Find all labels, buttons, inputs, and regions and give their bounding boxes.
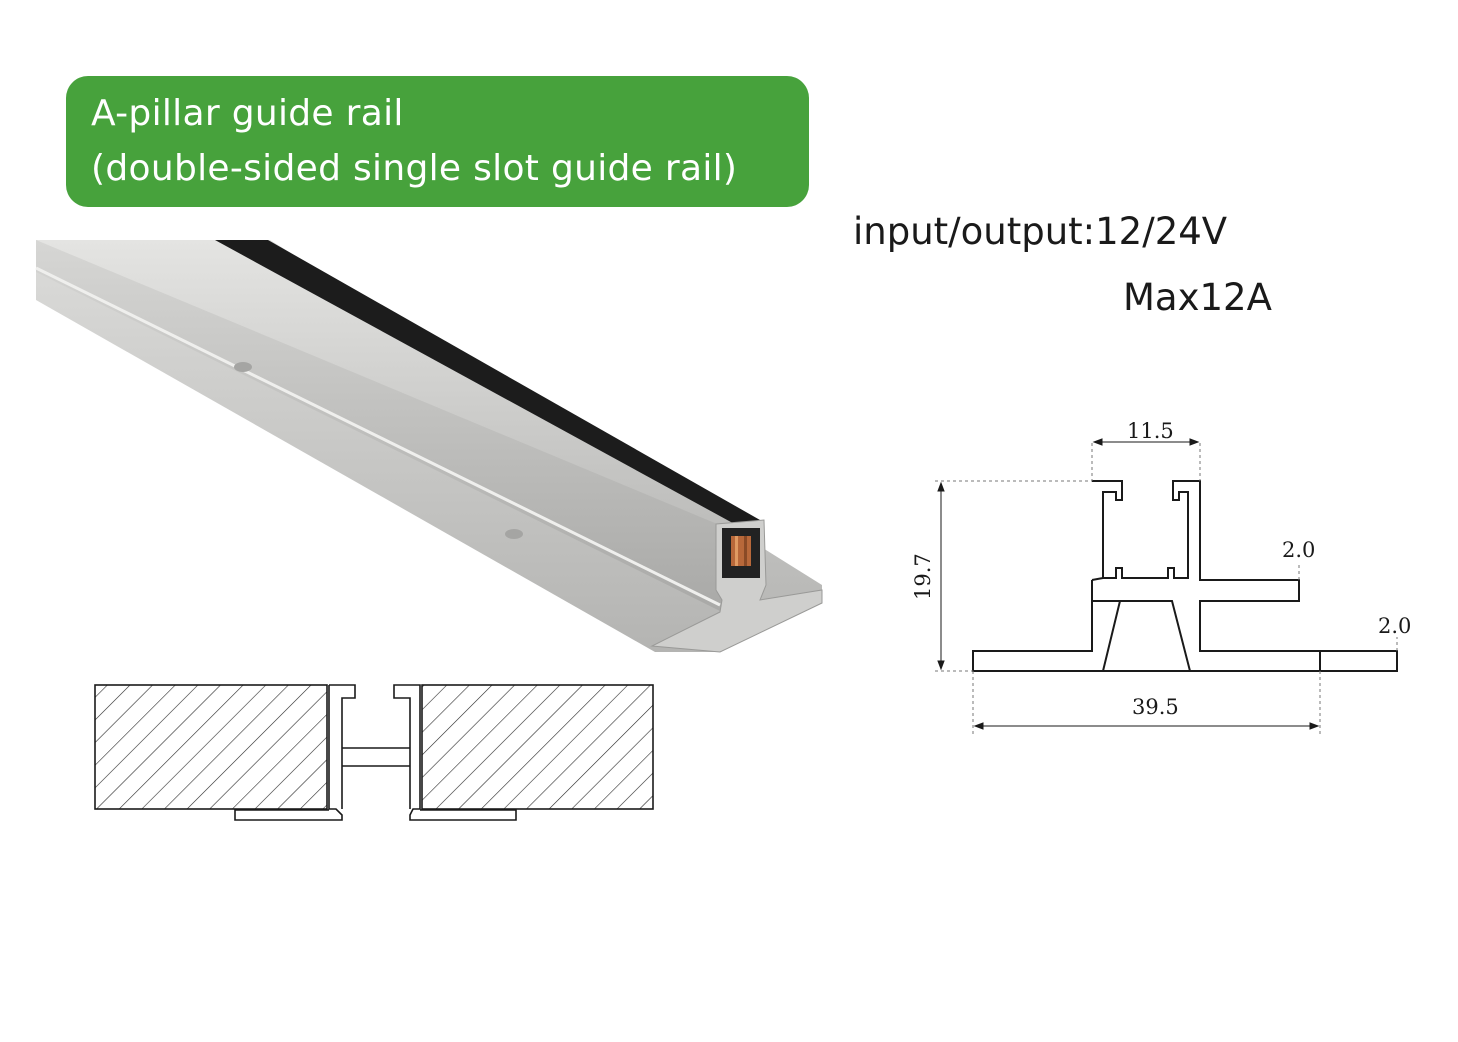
dim-total-width: 39.5 [1132,695,1179,719]
rail-side-face [36,240,722,612]
rail-highlight [35,266,721,607]
dim-height: 19.7 [911,553,935,600]
copper-contact-icon [731,536,751,566]
hatched-panel-right [421,684,654,810]
spec-max-current: Max12A [1123,276,1272,319]
spec-input-output: input/output:12/24V [853,210,1228,253]
rail-top-face [36,240,740,526]
rail-end-profile [650,519,823,653]
rail-profile-outline [972,480,1398,672]
dim-top-width: 11.5 [1127,419,1174,443]
center-rail-profile [234,684,517,821]
dim-flange-upper: 2.0 [1282,538,1315,562]
dimension-drawing: 11.5 19.7 2.0 2.0 39.5 [911,419,1411,735]
title-line-1: A-pillar guide rail [91,93,404,134]
installation-cross-section [94,684,654,821]
guide-rail-photo [35,240,823,653]
hatched-panel-left [94,684,328,810]
rail-slot [215,240,760,527]
screw-hole-icon [505,529,523,539]
title-line-2: (double-sided single slot guide rail) [91,148,738,189]
dim-flange-lower: 2.0 [1378,614,1411,638]
title-banner: A-pillar guide rail (double-sided single… [66,76,809,207]
screw-hole-icon [234,362,252,372]
